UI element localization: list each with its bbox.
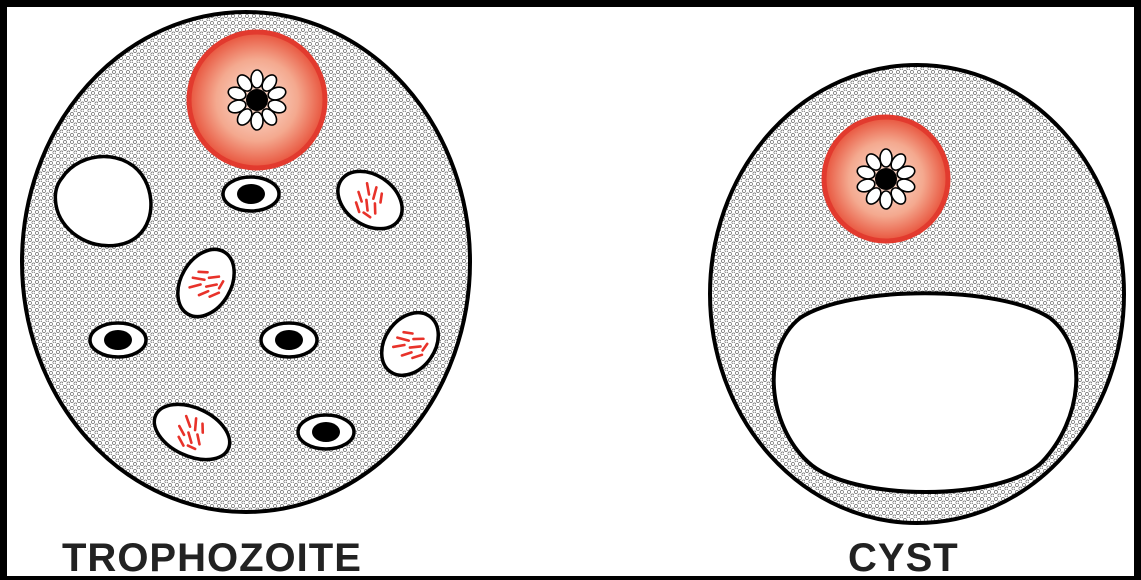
- empty-vacuole: [55, 157, 151, 246]
- cyst-cell: [710, 65, 1124, 523]
- dark-vacuole: [90, 323, 146, 357]
- dark-vacuole: [223, 177, 279, 211]
- cyst-large-vacuole: [774, 293, 1077, 492]
- trophozoite-label: TROPHOZOITE: [62, 536, 362, 580]
- trophozoite-nucleus: [189, 32, 325, 168]
- cyst-label: CYST: [848, 536, 959, 580]
- trophozoite-cell: [22, 12, 470, 512]
- cyst-nucleus: [824, 117, 948, 241]
- dark-vacuole: [298, 415, 354, 449]
- dark-vacuole: [261, 323, 317, 357]
